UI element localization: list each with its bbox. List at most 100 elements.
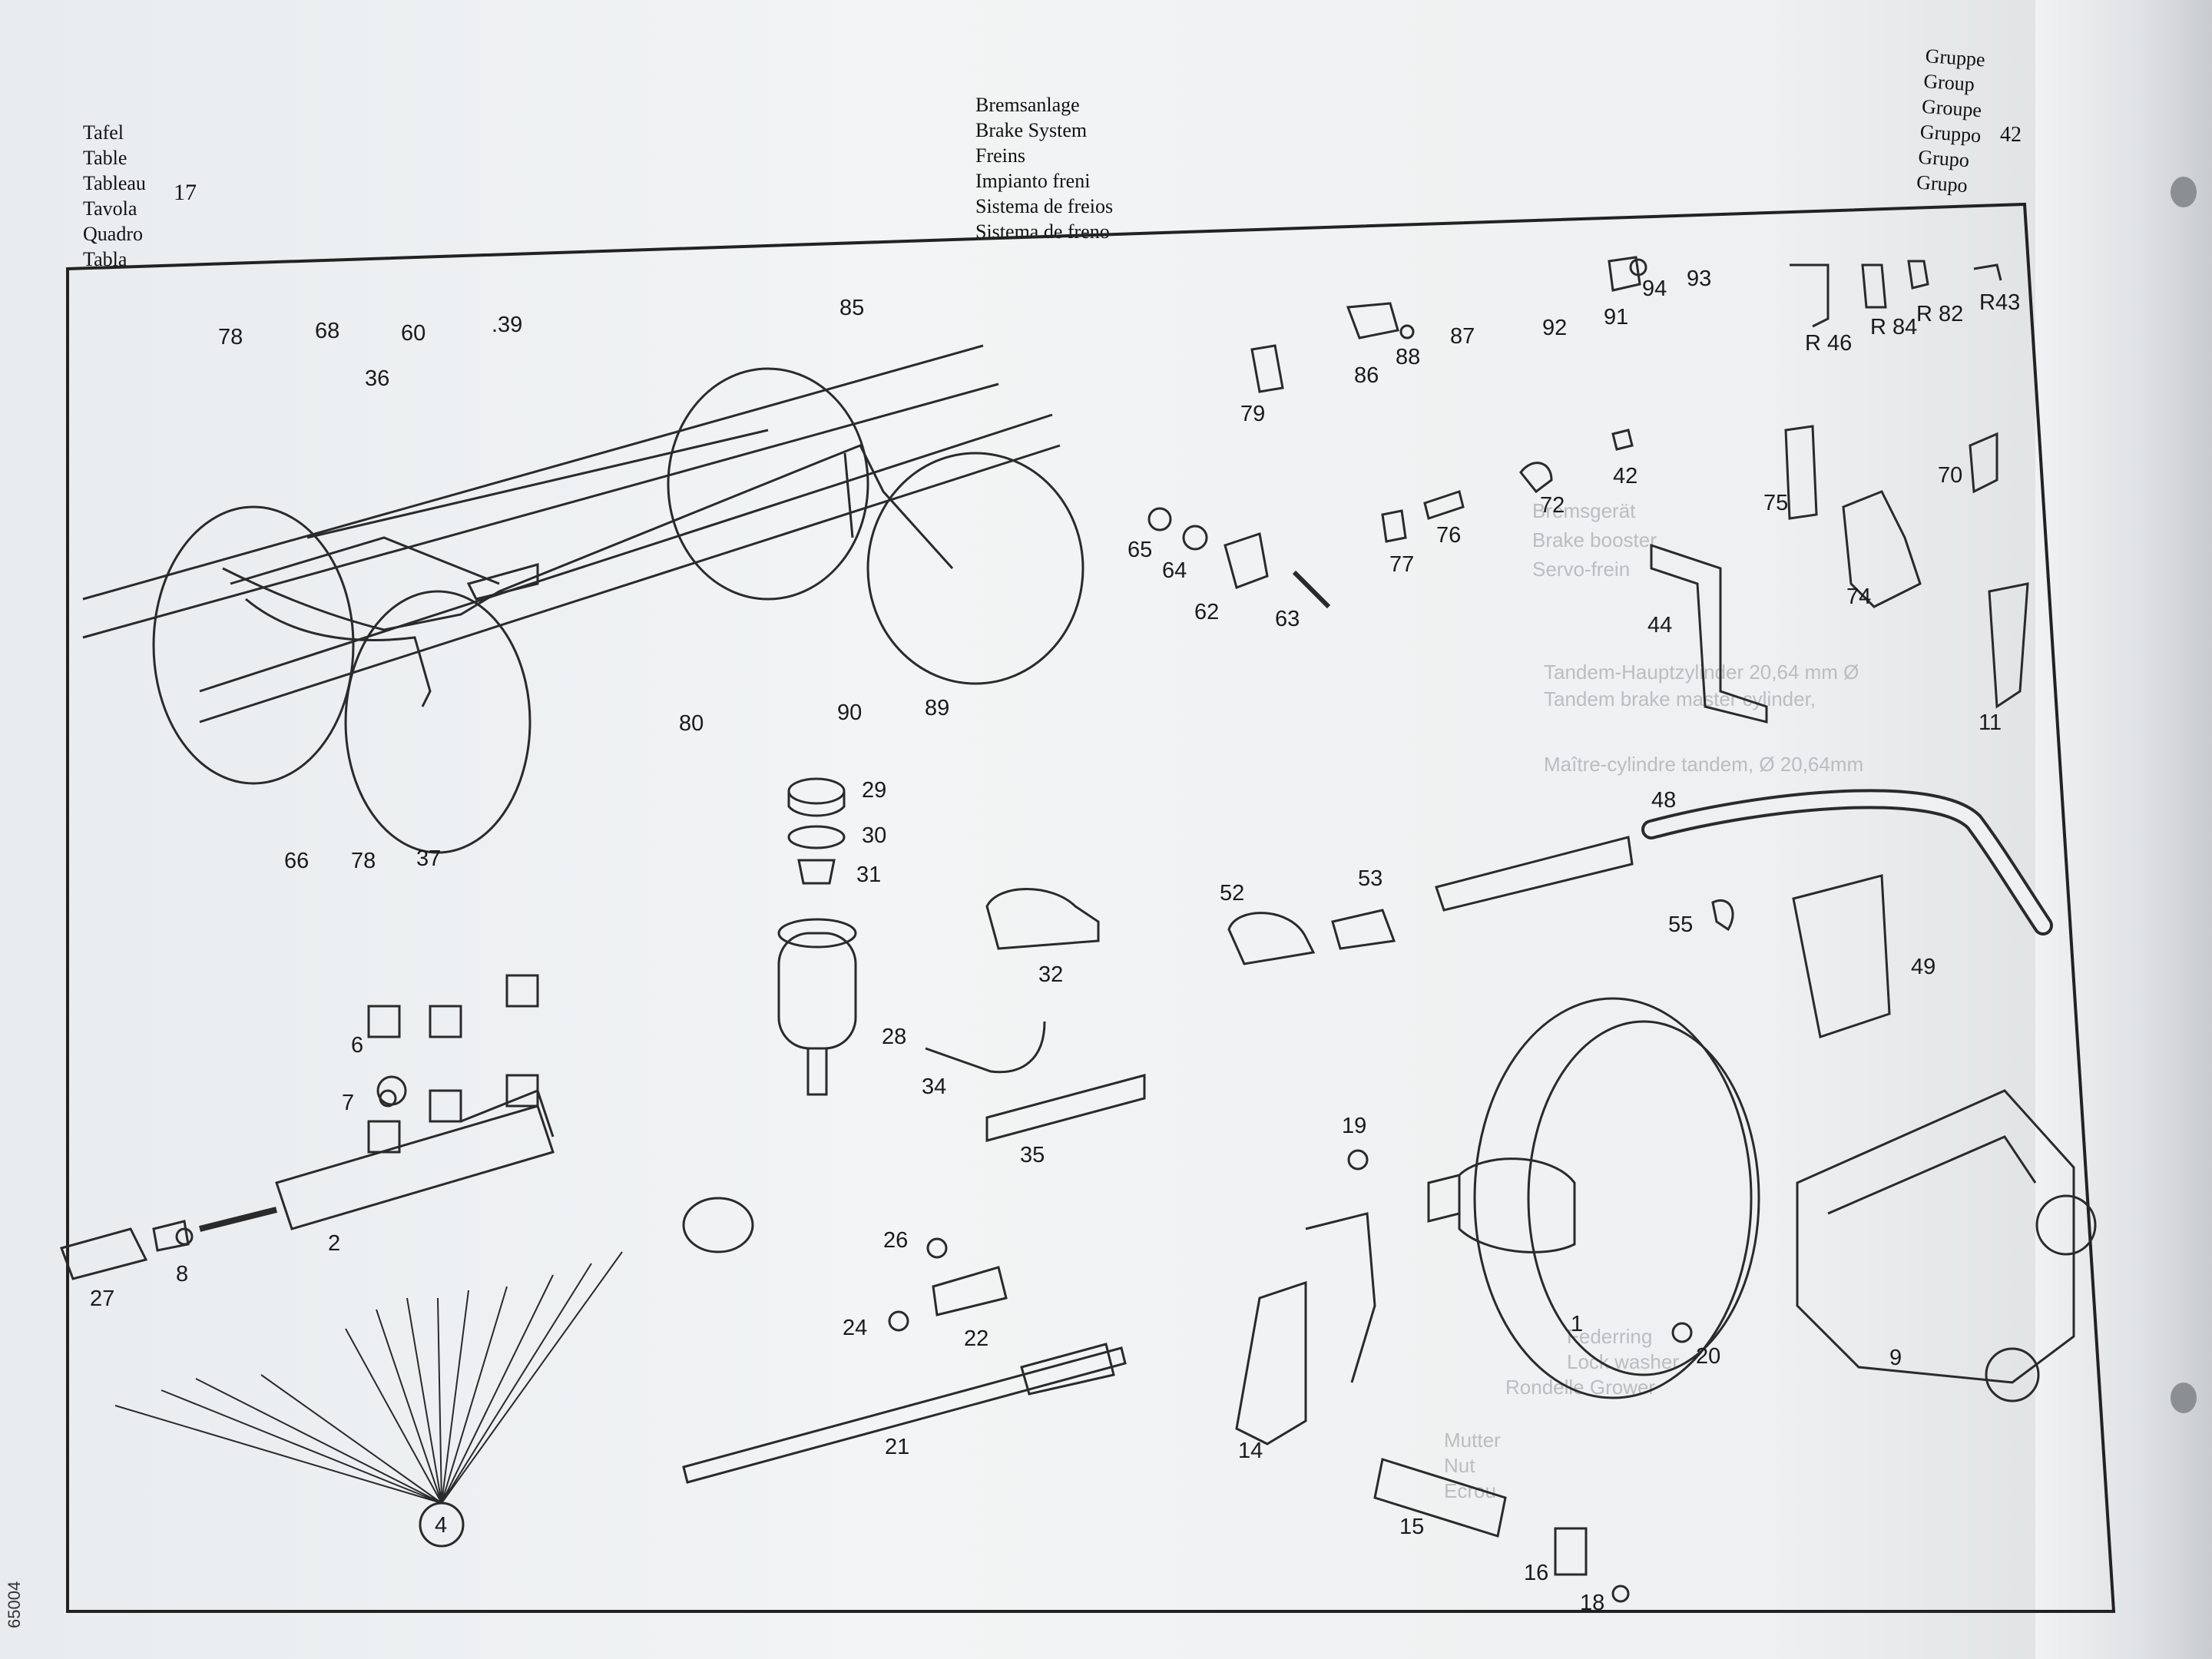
part-label: 80 [679, 711, 704, 736]
wheel-rear-right [866, 452, 1084, 685]
part-label: 21 [885, 1435, 909, 1459]
part-label: 32 [1038, 962, 1063, 987]
part-label: 77 [1389, 552, 1414, 577]
clip-R43 [1973, 263, 2002, 281]
brake-line [222, 444, 954, 631]
bolt-26 [926, 1237, 948, 1259]
part-label: R 46 [1805, 331, 1852, 356]
brake-line [843, 452, 854, 538]
clip-55 [1711, 899, 1734, 932]
ghost-text: Servo-frein [1532, 558, 1631, 581]
part-label: 72 [1540, 493, 1565, 518]
clevis-22 [932, 1266, 1008, 1316]
booster-boot [1458, 1157, 1576, 1253]
strap [925, 1021, 1046, 1074]
wheel-rear [667, 367, 869, 601]
bracket-R46 [1790, 263, 1830, 328]
booster-bracket [1796, 1089, 2075, 1384]
nut-24 [888, 1310, 909, 1332]
table-number: 17 [174, 180, 197, 205]
clevis [60, 1227, 148, 1280]
part-label: 18 [1580, 1591, 1604, 1615]
part-label: 74 [1846, 584, 1871, 609]
part-label: 78 [218, 325, 243, 349]
pedal-bracket [1235, 1280, 1307, 1445]
part-label: 49 [1911, 955, 1936, 979]
screw-19 [1347, 1149, 1369, 1171]
part-label: R 82 [1916, 302, 1963, 326]
part-label: 31 [856, 863, 881, 887]
hose-end [1227, 912, 1316, 965]
part-label: 87 [1450, 324, 1475, 349]
ghost-text: Brake booster [1532, 528, 1657, 551]
reservoir-cap [787, 777, 846, 805]
part-label: 65 [1128, 538, 1152, 562]
part-label: 6 [351, 1033, 363, 1058]
part-label: 52 [1220, 881, 1244, 906]
nut-65 [1147, 507, 1172, 531]
part-label: 30 [862, 823, 886, 848]
ghost-text: Bremsgerät [1532, 499, 1636, 522]
part-label: 15 [1399, 1515, 1424, 1539]
part-label: 79 [1240, 402, 1265, 426]
part-label: 22 [964, 1326, 988, 1351]
part-label: 4 [435, 1513, 447, 1538]
part-label: 1 [1571, 1312, 1583, 1336]
bracket-strip [985, 1074, 1146, 1142]
part-label: 70 [1938, 463, 1962, 488]
fitting-62 [1224, 532, 1269, 589]
part-label: 20 [1696, 1344, 1720, 1369]
part-label: 66 [284, 849, 309, 873]
frame-rail [306, 429, 769, 539]
sleeve-64 [1182, 525, 1208, 551]
part-labels: 78 68 60 36 .39 85 66 78 37 80 90 89 79 … [90, 267, 2020, 1615]
part-label: 48 [1651, 788, 1676, 813]
ghost-text: Nut [1444, 1454, 1475, 1477]
clamp-77 [1381, 509, 1407, 543]
table-word: Tavola [83, 197, 137, 220]
ghost-text: Tandem brake master cylinder, [1544, 687, 1816, 710]
bracket-75 [1784, 425, 1818, 520]
clip-72 [1519, 462, 1553, 494]
washer-7 [379, 1089, 397, 1108]
part-label: 60 [401, 321, 426, 346]
wheel-front [152, 505, 355, 785]
screw-18 [1611, 1584, 1630, 1603]
hose-connector [1331, 909, 1396, 950]
part-label: 91 [1604, 305, 1628, 329]
ghost-text: Ecrou [1444, 1479, 1496, 1502]
clip-42 [1611, 429, 1634, 451]
table-word: Tafel [83, 121, 124, 144]
wheel-front-right [344, 590, 531, 854]
part-label: 36 [365, 366, 389, 391]
part-label: 62 [1194, 600, 1219, 624]
part-label: 2 [328, 1231, 340, 1256]
pushrod [682, 1346, 1127, 1484]
nut [152, 1220, 190, 1252]
part-label: 63 [1275, 607, 1300, 631]
part-label: 26 [883, 1228, 908, 1253]
master-cylinder [275, 1104, 555, 1230]
table-words: Tafel Table Tableau Tavola Quadro Tabla [83, 120, 146, 272]
bracket-74 [1842, 490, 1922, 608]
part-label: 86 [1354, 363, 1379, 388]
frame-rail [199, 413, 1061, 724]
brake-line [245, 598, 432, 707]
frame-rail [82, 344, 999, 639]
part-label: 92 [1542, 316, 1567, 340]
clip-79 [1250, 344, 1284, 393]
diagram-frame [66, 202, 2116, 1613]
part-label: 85 [839, 296, 864, 320]
nut-94 [1629, 258, 1647, 276]
clip-91 [1608, 256, 1641, 292]
part-label: 27 [90, 1286, 114, 1311]
system-title: Sistema de freios [975, 195, 1114, 217]
part-label: R43 [1979, 290, 2020, 315]
pivot-pin [1373, 1458, 1507, 1538]
part-label: 64 [1162, 558, 1187, 583]
binder-hole [2171, 177, 2197, 207]
table-word: Tableau [83, 172, 146, 194]
plate-16 [1554, 1527, 1588, 1576]
